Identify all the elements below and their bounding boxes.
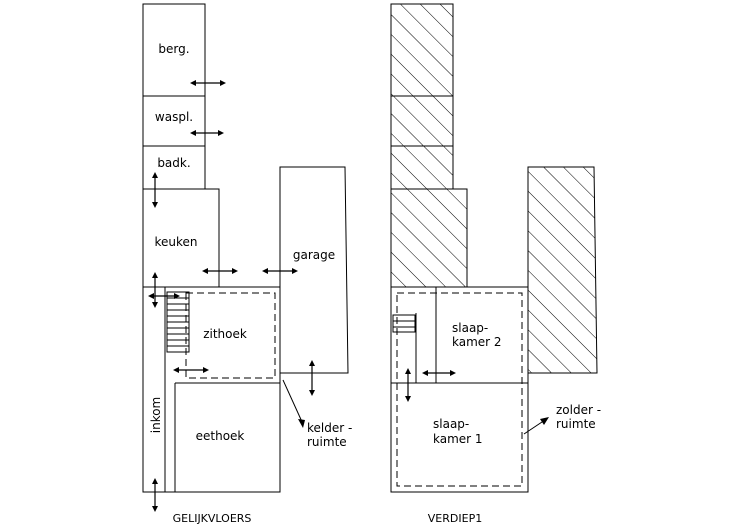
staircase-ground (166, 291, 190, 353)
door-arrow-zithoek (173, 367, 209, 373)
upper-floor-outline (390, 286, 529, 493)
annotation-kelder-line2: ruimte (307, 435, 347, 449)
room-label-garage: garage (293, 248, 335, 262)
kelder-leader-line (282, 379, 304, 425)
room-label-berg: berg. (158, 42, 189, 56)
ground-floor-plan: berg. waspl. badk. keuken garage zithoek… (142, 3, 352, 525)
room-label-badk: badk. (157, 156, 190, 170)
door-arrow-slaapkamer1 (405, 368, 411, 402)
door-arrow-keuken-hall (152, 272, 158, 308)
door-arrow-entrance (152, 478, 158, 512)
room-label-waspl: waspl. (155, 110, 193, 124)
door-arrows-ground (148, 80, 315, 512)
zolder-leader-line (523, 419, 546, 435)
door-arrow-berg (190, 80, 226, 86)
zolder-leader-arrowhead (540, 417, 549, 425)
door-arrow-garage (262, 268, 298, 274)
staircase-first (392, 314, 416, 333)
hatched-zolder-block (527, 166, 598, 374)
first-floor-dashed-outline (396, 292, 523, 487)
door-arrow-waspl (190, 130, 224, 136)
room-label-keuken: keuken (154, 235, 197, 249)
door-arrow-kelder (309, 360, 315, 396)
room-label-slaapkamer1-line1: slaap- (433, 417, 469, 431)
door-arrow-keuken (202, 268, 238, 274)
room-label-eethoek: eethoek (196, 429, 245, 443)
hatched-block-1 (390, 3, 454, 97)
room-label-slaapkamer2-line2: kamer 2 (452, 335, 502, 349)
hatched-block-2 (390, 95, 454, 147)
kelder-dashed-outline (185, 292, 276, 379)
door-arrow-slaapkamer2 (422, 370, 456, 376)
door-arrows-first (405, 368, 456, 402)
door-arrow-badk (152, 172, 158, 208)
kelder-leader-arrowhead (298, 419, 305, 428)
first-floor-plan: slaap- kamer 2 slaap- kamer 1 zolder - r… (390, 3, 601, 525)
hatched-block-3 (390, 145, 454, 190)
room-label-zithoek: zithoek (203, 327, 247, 341)
annotation-kelder-line1: kelder - (307, 421, 352, 435)
room-label-slaapkamer2-line1: slaap- (452, 321, 488, 335)
room-garage-outline (279, 166, 349, 374)
floor-label-ground: GELIJKVLOERS (173, 512, 252, 525)
room-label-slaapkamer1-line2: kamer 1 (433, 432, 483, 446)
annotation-zolder-line1: zolder - (556, 403, 601, 417)
door-arrow-stair (148, 293, 180, 299)
living-area-outline (142, 286, 281, 493)
room-label-inkom: inkom (149, 397, 163, 434)
annotation-zolder-line2: ruimte (556, 417, 596, 431)
floor-label-first: VERDIEP1 (428, 512, 482, 525)
hatched-block-4 (390, 188, 468, 288)
